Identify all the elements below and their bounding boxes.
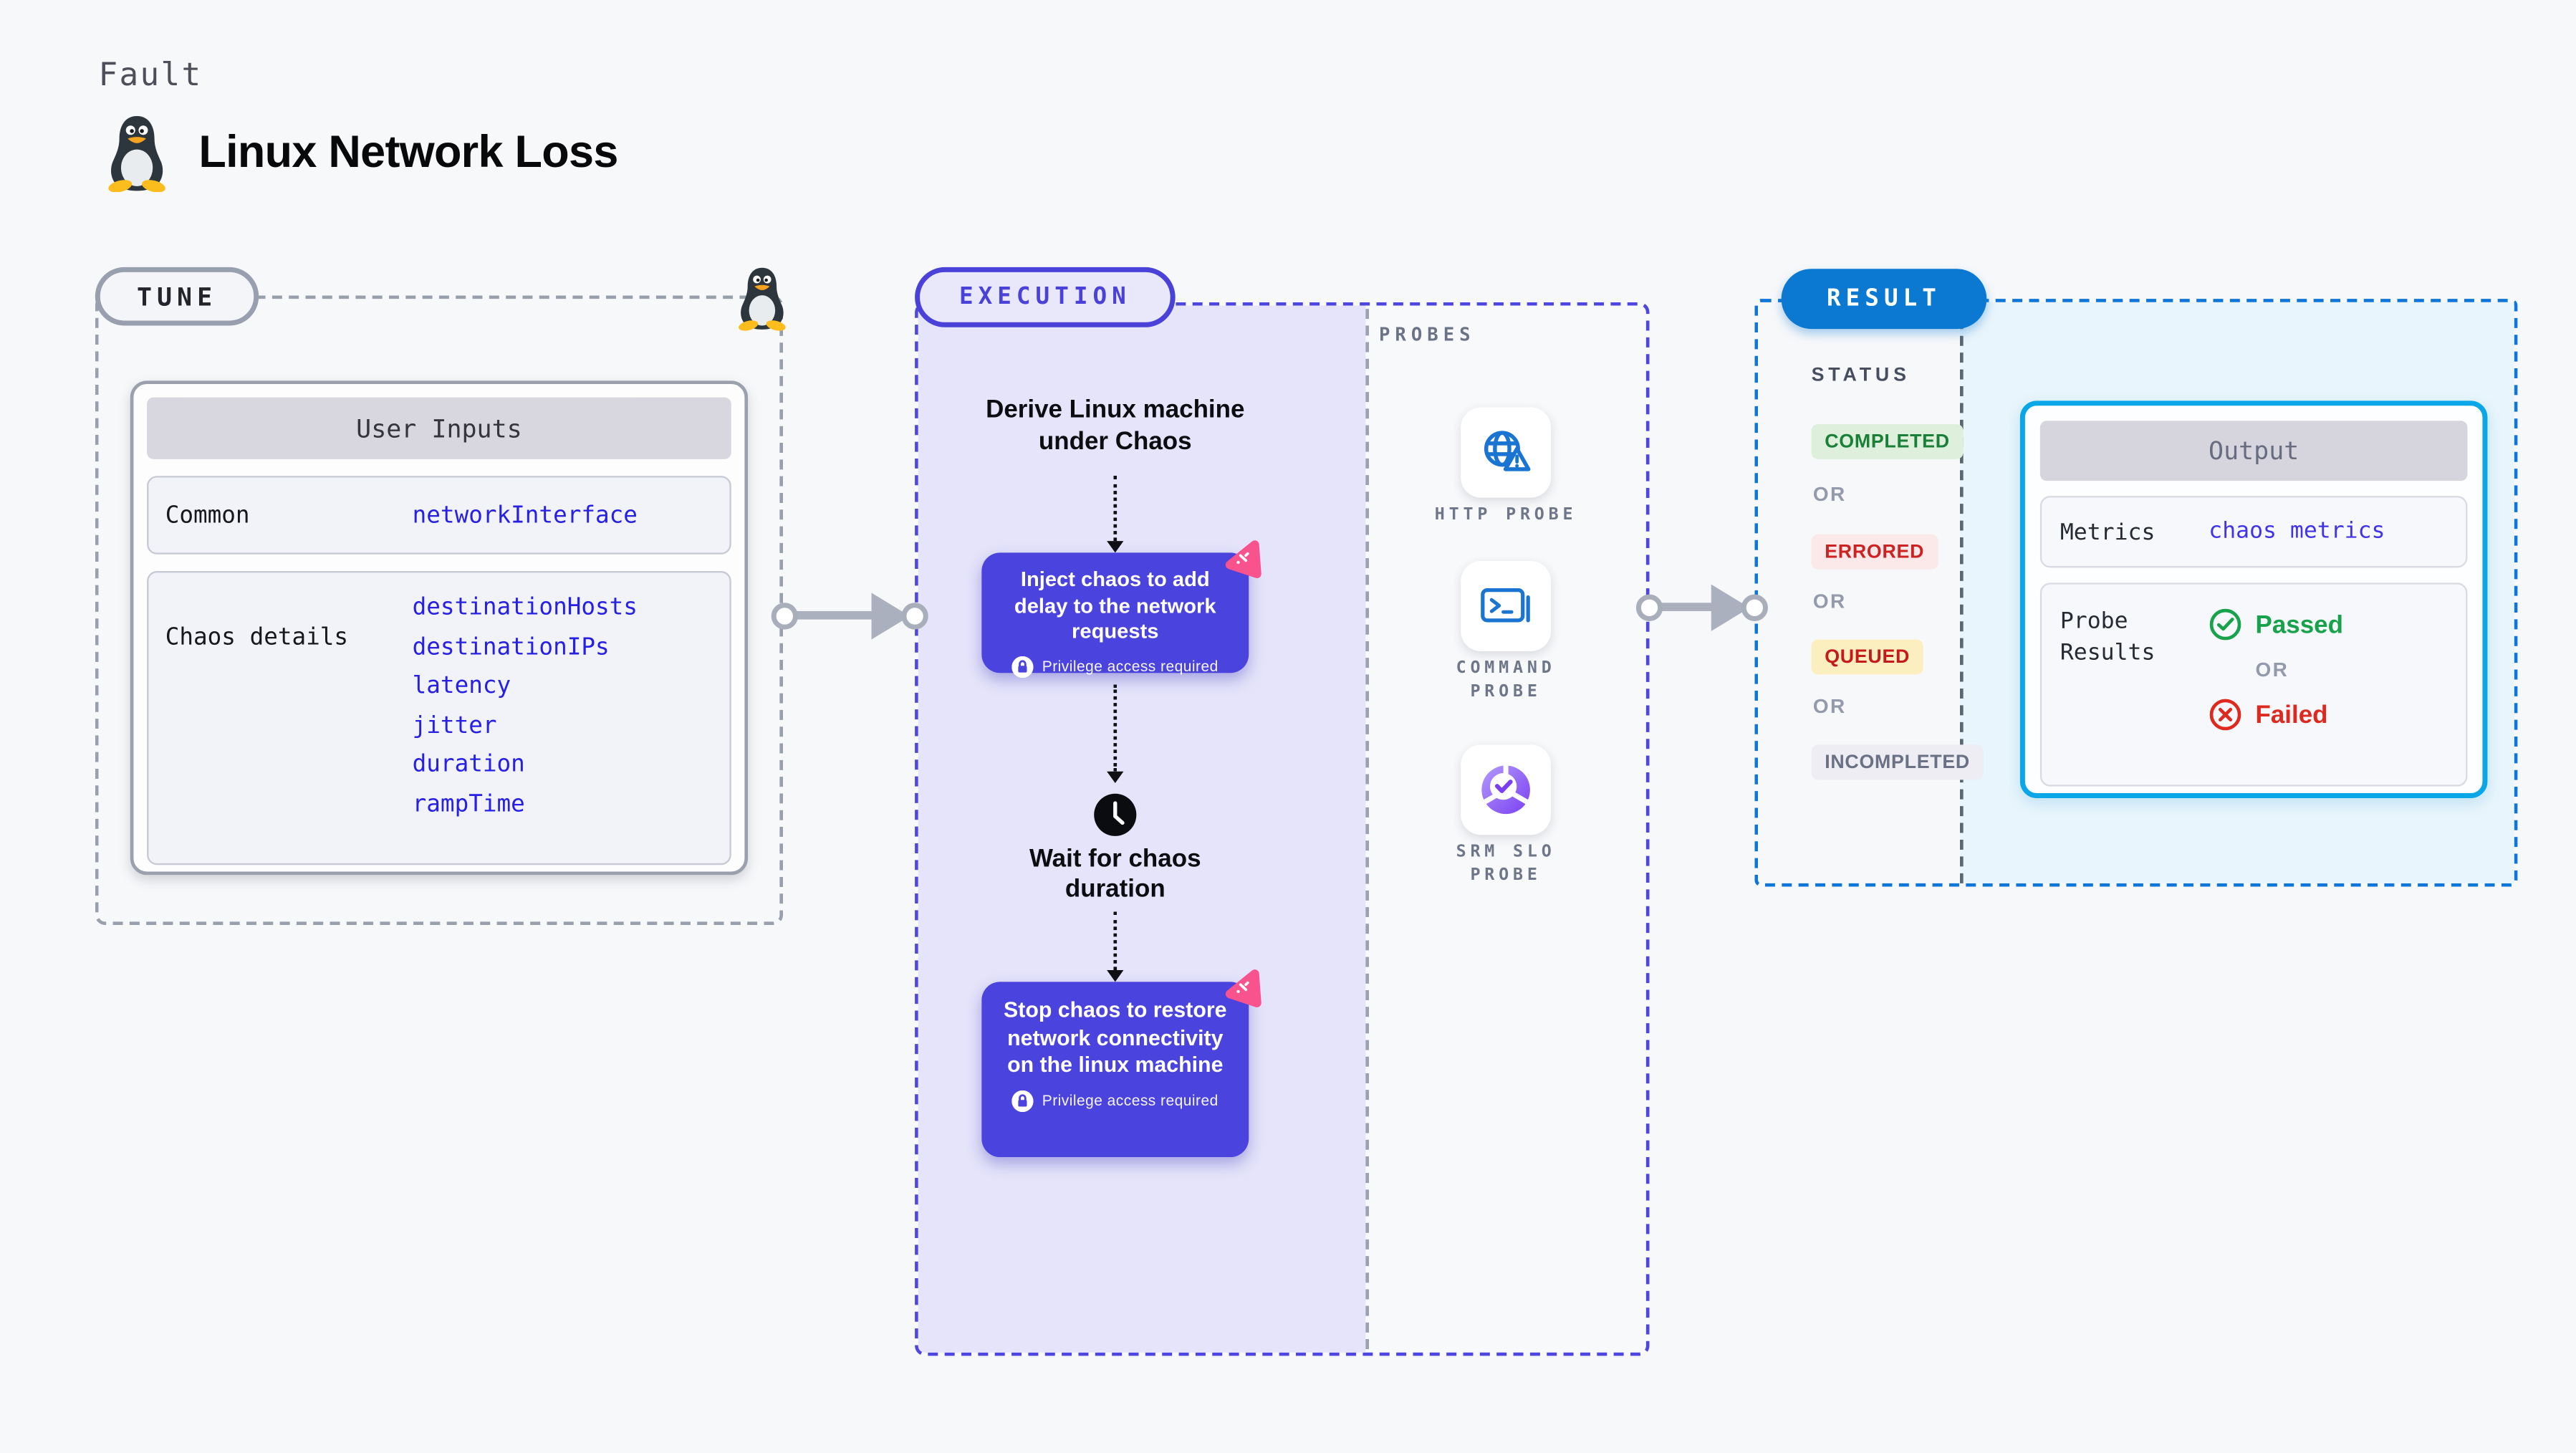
status-badge-queued: QUEUED xyxy=(1811,639,1923,675)
input-row-label: Common xyxy=(165,502,250,529)
output-header: Output xyxy=(2039,421,2468,481)
status-badge-incompleted: INCOMPLETED xyxy=(1811,744,1984,780)
chaos-value: latency xyxy=(412,673,511,700)
probe-card-command xyxy=(1461,561,1552,651)
probe-results-row: Probe Results Passed OR Failed xyxy=(2039,582,2468,787)
chaos-value: destinationIPs xyxy=(412,633,610,661)
probe-results-label: Probe Results xyxy=(2060,608,2156,666)
chaos-detail-values: destinationHosts destinationIPs latency … xyxy=(413,595,638,817)
status-label: STATUS xyxy=(1811,365,1911,386)
chaos-icon xyxy=(1225,540,1261,578)
probe-card-srm-slo xyxy=(1461,744,1552,835)
or-separator: OR xyxy=(1812,589,1847,613)
result-pill: RESULT xyxy=(1781,269,1987,330)
lock-icon xyxy=(1011,655,1034,678)
wait-step-text: Wait for chaos duration xyxy=(1029,845,1201,903)
privilege-note: Privilege access required xyxy=(995,1089,1236,1111)
derive-step-text: Derive Linux machine under Chaos xyxy=(986,395,1245,456)
or-separator: OR xyxy=(1812,482,1847,507)
status-badge-completed: COMPLETED xyxy=(1811,423,1964,459)
probe-name-srm-slo: SRM SLO PROBE xyxy=(1456,843,1556,886)
inject-chaos-step: Inject chaos to add delay to the network… xyxy=(981,552,1249,678)
check-circle-icon xyxy=(2209,608,2241,641)
failed-text: Failed xyxy=(2255,700,2328,729)
tux-penguin-icon xyxy=(108,115,165,193)
connector-line xyxy=(789,610,882,620)
input-row-value: networkInterface xyxy=(412,502,638,529)
clock-icon xyxy=(1094,793,1137,836)
privilege-text: Privilege access required xyxy=(1042,658,1219,675)
pie-check-icon xyxy=(1481,764,1530,815)
passed-text: Passed xyxy=(2255,610,2343,639)
probe-results-values: Passed OR Failed xyxy=(2209,608,2343,731)
tune-pill: TUNE xyxy=(95,267,259,326)
fault-kicker: Fault xyxy=(98,57,203,94)
connector-node xyxy=(771,603,798,630)
connector-line xyxy=(1654,603,1721,611)
chaos-icon xyxy=(1225,969,1261,1007)
metrics-value: chaos metrics xyxy=(2209,517,2385,545)
metrics-row: Metrics chaos metrics xyxy=(2039,496,2468,568)
failed-item: Failed xyxy=(2209,698,2343,732)
or-separator: OR xyxy=(2255,658,2289,681)
status-badge-errored: ERRORED xyxy=(1811,534,1938,570)
flow-arrow-down-icon xyxy=(1107,476,1124,553)
metrics-label: Metrics xyxy=(2060,519,2156,547)
terminal-icon xyxy=(1481,588,1530,623)
globe-warning-icon xyxy=(1484,431,1531,471)
chaos-value: duration xyxy=(412,751,525,779)
user-inputs-card: User Inputs Common networkInterface Chao… xyxy=(130,380,749,876)
connector-node xyxy=(1741,594,1768,621)
x-circle-icon xyxy=(2209,699,2241,731)
probes-divider xyxy=(1365,309,1370,1350)
chaos-value: destinationHosts xyxy=(412,594,638,621)
stop-step-text: Stop chaos to restore network connectivi… xyxy=(1004,997,1227,1078)
chaos-value: jitter xyxy=(412,711,497,739)
execution-flow-panel xyxy=(918,305,1366,1353)
input-row-label: Chaos details xyxy=(165,624,349,651)
input-row-chaos-details: Chaos details destinationHosts destinati… xyxy=(147,571,731,865)
page-title: Linux Network Loss xyxy=(198,127,618,178)
input-row-common: Common networkInterface xyxy=(147,476,731,555)
passed-item: Passed xyxy=(2209,608,2343,641)
probe-card-http xyxy=(1461,407,1552,498)
lock-icon xyxy=(1011,1089,1034,1111)
or-separator: OR xyxy=(1812,694,1847,719)
probe-name-http: HTTP PROBE xyxy=(1434,506,1577,524)
connector-node xyxy=(901,603,928,630)
privilege-note: Privilege access required xyxy=(999,655,1232,678)
execution-pill: EXECUTION xyxy=(915,267,1176,327)
stop-chaos-step: Stop chaos to restore network connectivi… xyxy=(981,982,1249,1158)
probes-label: PROBES xyxy=(1378,324,1476,346)
tux-penguin-icon xyxy=(739,267,786,331)
output-card: Output Metrics chaos metrics Probe Resul… xyxy=(2019,401,2488,798)
connector-node xyxy=(1635,594,1663,621)
probe-name-command: COMMAND PROBE xyxy=(1456,659,1556,701)
privilege-text: Privilege access required xyxy=(1042,1092,1219,1109)
inject-step-text: Inject chaos to add delay to the network… xyxy=(1014,567,1216,643)
flow-arrow-down-icon xyxy=(1107,911,1124,982)
user-inputs-header: User Inputs xyxy=(147,397,731,459)
chaos-value: rampTime xyxy=(412,790,525,817)
flow-arrow-down-icon xyxy=(1107,684,1124,784)
